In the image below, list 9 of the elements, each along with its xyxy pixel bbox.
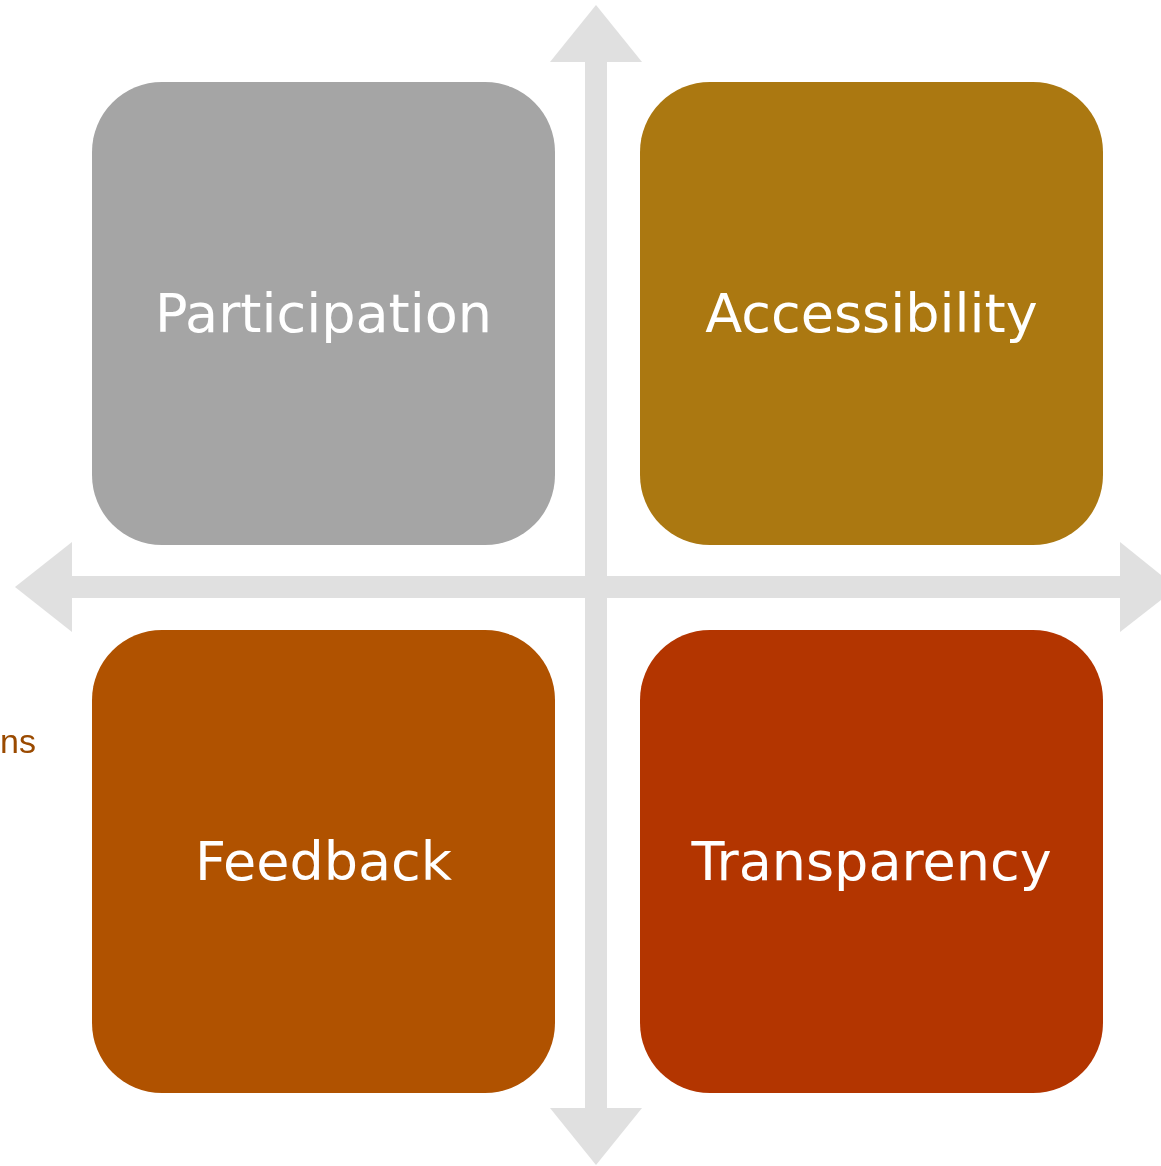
quadrant-title: Transparency [691,830,1052,893]
quadrant-title: Accessibility [705,282,1038,345]
quadrant-box [640,630,1103,1093]
text-fragment: ns [0,722,36,761]
quadrant-box [92,630,555,1093]
quadrant-box [92,82,555,545]
quadrant-title: Participation [154,282,493,345]
quadrant-box [640,82,1103,545]
quadrant-title: Feedback [194,830,453,893]
